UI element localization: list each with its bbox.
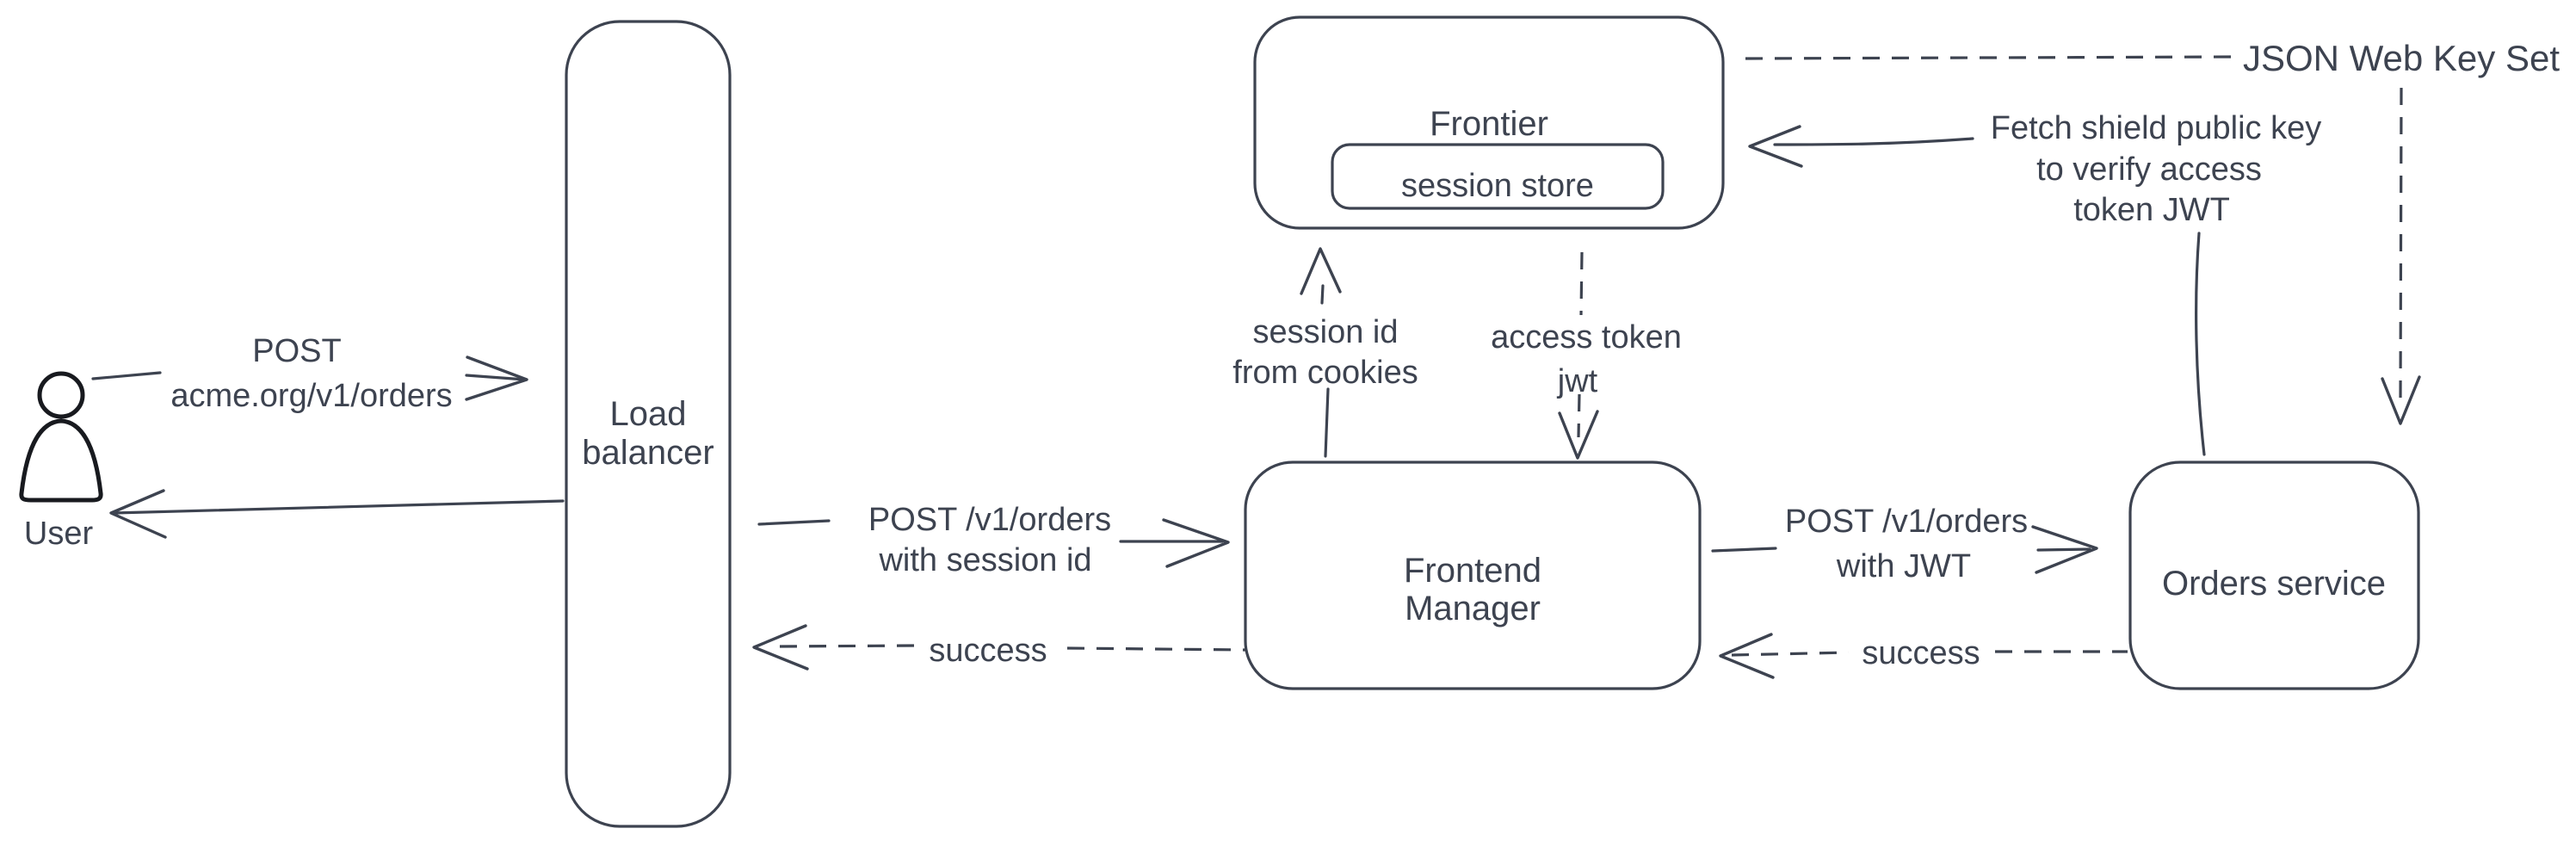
edge-line: [757, 519, 831, 526]
edge-line: [2036, 547, 2091, 552]
frontier-label: Frontier: [1430, 105, 1548, 143]
arrowhead-right-icon: [1162, 518, 1230, 568]
arrowhead-right-icon: [465, 355, 528, 401]
edge-label-line2: acme.org/v1/orders: [170, 378, 452, 414]
orders-service-label: Orders service: [2162, 565, 2386, 603]
edge-frontend-manager-to-orders-service: POST /v1/orders with JWT: [1711, 504, 2098, 584]
edge-frontend-manager-to-frontier: session id from cookies: [1232, 247, 1418, 458]
arrowhead-up-icon: [1300, 247, 1342, 295]
orders-service-box: [2128, 461, 2420, 690]
edge-dashed-line: [1577, 393, 1581, 438]
frontend-manager-box: [1244, 461, 1702, 690]
node-orders-service: Orders service: [2128, 461, 2420, 690]
user-body-icon: [19, 418, 103, 503]
load-balancer-label-line2: balancer: [582, 434, 713, 472]
arrowhead-left-icon: [1748, 125, 1803, 168]
jwks-vertical-dashed-line: [2399, 87, 2403, 404]
edge-label-line1: POST /v1/orders: [1785, 504, 2028, 540]
frontend-manager-label-line1: Frontend: [1404, 552, 1541, 590]
jwks-label: JSON Web Key Set: [2243, 38, 2560, 78]
user-label: User: [24, 516, 94, 552]
edge-label-line1: POST /v1/orders: [868, 502, 1111, 538]
edge-json-web-key-set: JSON Web Key Set: [1745, 38, 2560, 425]
edge-dashed-line: [1579, 251, 1584, 316]
load-balancer-label-line1: Load: [610, 395, 687, 433]
node-frontend-manager: Frontend Manager: [1244, 461, 1702, 690]
edge-label-line2: jwt: [1557, 363, 1598, 399]
edge-orders-service-to-frontier: Fetch shield public key to verify access…: [1748, 110, 2321, 456]
arrowhead-down-icon: [2381, 375, 2421, 425]
arrowhead-left-icon: [109, 489, 167, 539]
edge-label-line1: session id: [1253, 314, 1399, 350]
arrowhead-left-icon: [752, 624, 809, 671]
edge-dashed-line: [1731, 651, 1850, 657]
edge-label-line1: POST: [252, 333, 341, 369]
load-balancer-box: [565, 20, 732, 828]
edge-label: success: [929, 633, 1047, 669]
user-head-icon: [37, 371, 85, 419]
frontend-manager-label-line2: Manager: [1405, 590, 1541, 628]
frontier-box: [1253, 15, 1725, 230]
edge-frontend-manager-to-load-balancer: success: [752, 624, 1246, 671]
edge-label-line3: token JWT: [2073, 192, 2230, 228]
edge-dashed-line: [1066, 646, 1246, 652]
edge-line: [1324, 387, 1330, 458]
node-frontier: Frontier session store: [1253, 15, 1725, 230]
edge-label-line2: with JWT: [1836, 548, 1971, 584]
jwks-horizontal-dashed-line: [1745, 55, 2232, 60]
edge-label-line2: from cookies: [1232, 355, 1418, 391]
edge-line: [1773, 137, 1974, 146]
session-store-box: [1331, 143, 1665, 210]
session-store-label: session store: [1401, 168, 1594, 204]
edge-frontier-to-frontend-manager: access token jwt: [1491, 251, 1682, 460]
edge-line: [1711, 547, 1777, 553]
arrowhead-left-icon: [1719, 633, 1775, 679]
edge-label-line2: to verify access: [2036, 151, 2262, 188]
edge-curve: [2195, 232, 2206, 456]
edge-load-balancer-to-frontend-manager: POST /v1/orders with session id: [757, 502, 1230, 578]
arrowhead-down-icon: [1558, 410, 1599, 460]
user-icon: [19, 371, 103, 503]
edge-load-balancer-to-user: [109, 489, 565, 539]
edge-label-line2: with session id: [878, 542, 1091, 578]
arrowhead-right-icon: [2031, 525, 2098, 574]
edge-line: [465, 374, 527, 381]
edge-line: [112, 499, 565, 515]
edge-orders-service-to-frontend-manager: success: [1719, 633, 2128, 679]
edge-line: [1320, 284, 1325, 305]
edge-label: success: [1862, 635, 1980, 671]
edge-user-to-load-balancer: POST acme.org/v1/orders: [91, 333, 528, 414]
edge-label-line1: access token: [1491, 319, 1682, 355]
edge-label-line1: Fetch shield public key: [1991, 110, 2321, 146]
node-load-balancer: Load balancer: [565, 20, 732, 828]
edge-line: [91, 371, 162, 380]
